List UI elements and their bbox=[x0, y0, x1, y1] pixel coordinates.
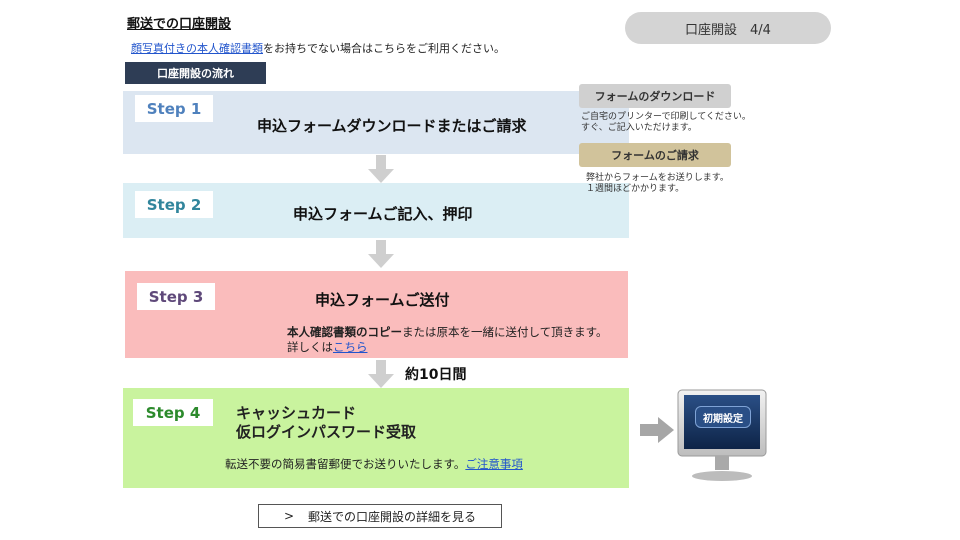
step-3-detail-prefix: 詳しくは bbox=[287, 340, 333, 354]
id-documents-link[interactable]: 顔写真付きの本人確認書類 bbox=[131, 42, 263, 55]
step-4-notice-link[interactable]: ご注意事項 bbox=[465, 457, 523, 471]
step-4-badge: Step 4 bbox=[133, 399, 213, 426]
step-1-box: Step 1 申込フォームダウンロードまたはご請求 bbox=[123, 91, 629, 154]
step-2-box: Step 2 申込フォームご記入、押印 bbox=[123, 183, 629, 238]
step-4-desc-text: 転送不要の簡易書留郵便でお送りいたします。 bbox=[225, 457, 466, 471]
step-2-badge: Step 2 bbox=[135, 191, 213, 218]
step-2-title: 申込フォームご記入、押印 bbox=[293, 205, 473, 223]
step-3-box: Step 3 申込フォームご送付 本人確認書類のコピーまたは原本を一緒に送付して… bbox=[125, 271, 628, 358]
form-download-button[interactable]: フォームのダウンロード bbox=[579, 84, 731, 108]
download-note-1: ご自宅のプリンターで印刷してください。 bbox=[581, 112, 751, 122]
initial-setup-label: 初期設定 bbox=[695, 406, 751, 428]
period-label: 約10日間 bbox=[405, 367, 467, 383]
form-request-button[interactable]: フォームのご請求 bbox=[579, 143, 731, 167]
view-details-label: 郵送での口座開設の詳細を見る bbox=[308, 509, 477, 524]
step-1-title: 申込フォームダウンロードまたはご請求 bbox=[257, 117, 527, 135]
step-3-desc-rest: または原本を一緒に送付して頂きます。 bbox=[402, 325, 608, 339]
page-indicator: 口座開設 4/4 bbox=[625, 12, 831, 44]
right-arrow-icon bbox=[640, 417, 674, 443]
view-details-button[interactable]: > 郵送での口座開設の詳細を見る bbox=[258, 504, 502, 528]
step-3-detail: 詳しくはこちら bbox=[287, 339, 368, 355]
step-1-badge: Step 1 bbox=[135, 95, 213, 122]
step-4-box: Step 4 キャッシュカード 仮ログインパスワード受取 転送不要の簡易書留郵便… bbox=[123, 388, 629, 488]
flow-label: 口座開設の流れ bbox=[125, 62, 266, 84]
chevron-right-icon: > bbox=[283, 509, 295, 523]
request-note-2: １週間ほどかかります。 bbox=[586, 184, 685, 194]
page-title: 郵送での口座開設 bbox=[127, 17, 232, 32]
step-3-title: 申込フォームご送付 bbox=[315, 291, 450, 309]
intro-text: 顔写真付きの本人確認書類をお持ちでない場合はこちらをご利用ください。 bbox=[131, 40, 505, 56]
step-3-detail-link[interactable]: こちら bbox=[333, 340, 368, 354]
download-note-2: すぐ、ご記入いただけます。 bbox=[581, 123, 697, 133]
monitor-icon: 初期設定 bbox=[677, 389, 767, 483]
request-note-1: 弊社からフォームをお送りします。 bbox=[586, 173, 729, 183]
step-3-badge: Step 3 bbox=[137, 283, 215, 310]
step-3-description: 本人確認書類のコピーまたは原本を一緒に送付して頂きます。 bbox=[287, 324, 608, 340]
step-4-title-line1: キャッシュカード bbox=[236, 404, 357, 422]
down-arrow-icon bbox=[368, 155, 394, 183]
step-3-desc-bold: 本人確認書類のコピー bbox=[287, 325, 402, 339]
intro-suffix: をお持ちでない場合はこちらをご利用ください。 bbox=[263, 42, 505, 55]
down-arrow-icon bbox=[368, 360, 394, 388]
step-4-description: 転送不要の簡易書留郵便でお送りいたします。ご注意事項 bbox=[225, 456, 523, 472]
step-4-title-line2: 仮ログインパスワード受取 bbox=[236, 423, 417, 441]
down-arrow-icon bbox=[368, 240, 394, 268]
